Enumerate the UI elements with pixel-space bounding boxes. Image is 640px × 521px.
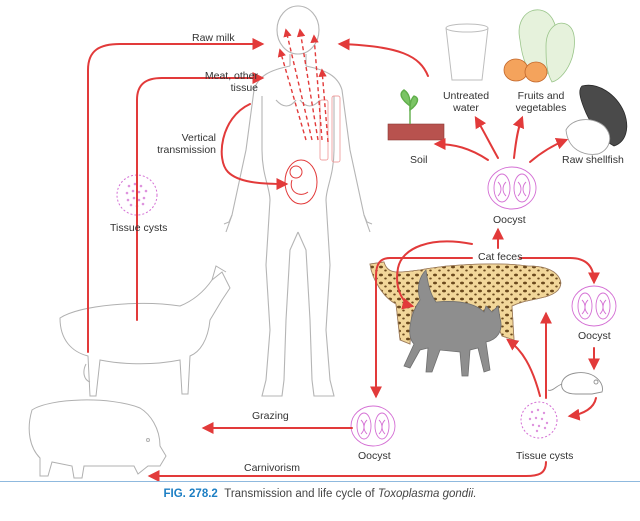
pig-icon (28, 399, 167, 479)
strawberry-icon (503, 58, 548, 83)
label-fruits-line1: Fruits and (517, 90, 565, 102)
goat-icon (59, 265, 231, 397)
arrow-oocyst-soil (433, 138, 489, 161)
label-untreated-water: Untreated water (436, 90, 496, 114)
label-soil: Soil (410, 154, 428, 166)
label-vertical-line2: transmission (157, 144, 216, 156)
label-meat-tissue: Meat, other tissue (178, 70, 258, 94)
label-tissue-cysts-left: Tissue cysts (110, 222, 168, 234)
label-raw-milk: Raw milk (192, 32, 235, 44)
oocyst-icon (571, 285, 617, 327)
label-grazing: Grazing (252, 410, 289, 422)
internal-spread-arrows (277, 28, 329, 143)
caption-text: Transmission and life cycle of (224, 488, 375, 500)
transmission-arrows (87, 38, 600, 482)
arrow-feces-left (370, 257, 473, 399)
arrow-carnivorism (147, 461, 547, 482)
oocyst-icon (350, 405, 396, 447)
mussel-icon (565, 84, 628, 155)
label-oocyst-right: Oocyst (578, 330, 611, 342)
figure-caption: FIG. 278.2 Transmission and life cycle o… (0, 488, 640, 500)
label-fruits-line2: vegetables (515, 102, 567, 114)
arrow-mouse-cyst (567, 397, 597, 421)
glass-icon (445, 23, 489, 81)
human-figure (223, 5, 373, 397)
mouse-icon (547, 372, 603, 395)
arrow-cyst-to-cat (506, 338, 541, 397)
label-fruits-vegetables: Fruits and vegetables (508, 90, 574, 114)
arrow-cat-loop (396, 240, 473, 310)
arrow-untreated-water (337, 38, 429, 77)
cat-icon (403, 269, 502, 377)
caption-rule (0, 481, 640, 482)
caption-fig-number: FIG. 278.2 (163, 488, 218, 500)
arrow-oocyst-water (474, 115, 499, 159)
arrow-feces-right (519, 257, 600, 285)
fetus-icon (284, 159, 318, 205)
label-oocyst-top: Oocyst (493, 214, 526, 226)
label-meat-line1: Meat, other (204, 70, 258, 82)
arrow-raw-milk (87, 38, 265, 353)
label-vertical-transmission: Vertical transmission (140, 132, 216, 156)
label-cat-feces: Cat feces (478, 251, 523, 263)
label-untreated-line2: water (453, 102, 479, 114)
caption-species: Toxoplasma gondii. (377, 488, 477, 500)
label-vertical-line1: Vertical (181, 132, 216, 144)
label-raw-shellfish: Raw shellfish (562, 154, 624, 166)
arrow-meat-tissue (136, 72, 265, 321)
label-tissue-cysts-bottom: Tissue cysts (516, 450, 574, 462)
lettuce-icon (518, 9, 575, 83)
arrow-vertical-transmission (220, 103, 289, 190)
arrow-oocyst-shellfish (529, 137, 569, 163)
oocyst-icon (487, 166, 537, 210)
arrow-oocyst-fruits (512, 115, 525, 159)
sprout-icon (400, 89, 419, 124)
soil-icon (387, 123, 445, 141)
tissue-cyst-icon (520, 401, 558, 439)
label-untreated-line1: Untreated (442, 90, 490, 102)
label-meat-line2: tissue (230, 82, 258, 94)
internal-organs-icon (319, 95, 341, 163)
label-oocyst-bottom: Oocyst (358, 450, 391, 462)
label-carnivorism: Carnivorism (244, 462, 301, 474)
